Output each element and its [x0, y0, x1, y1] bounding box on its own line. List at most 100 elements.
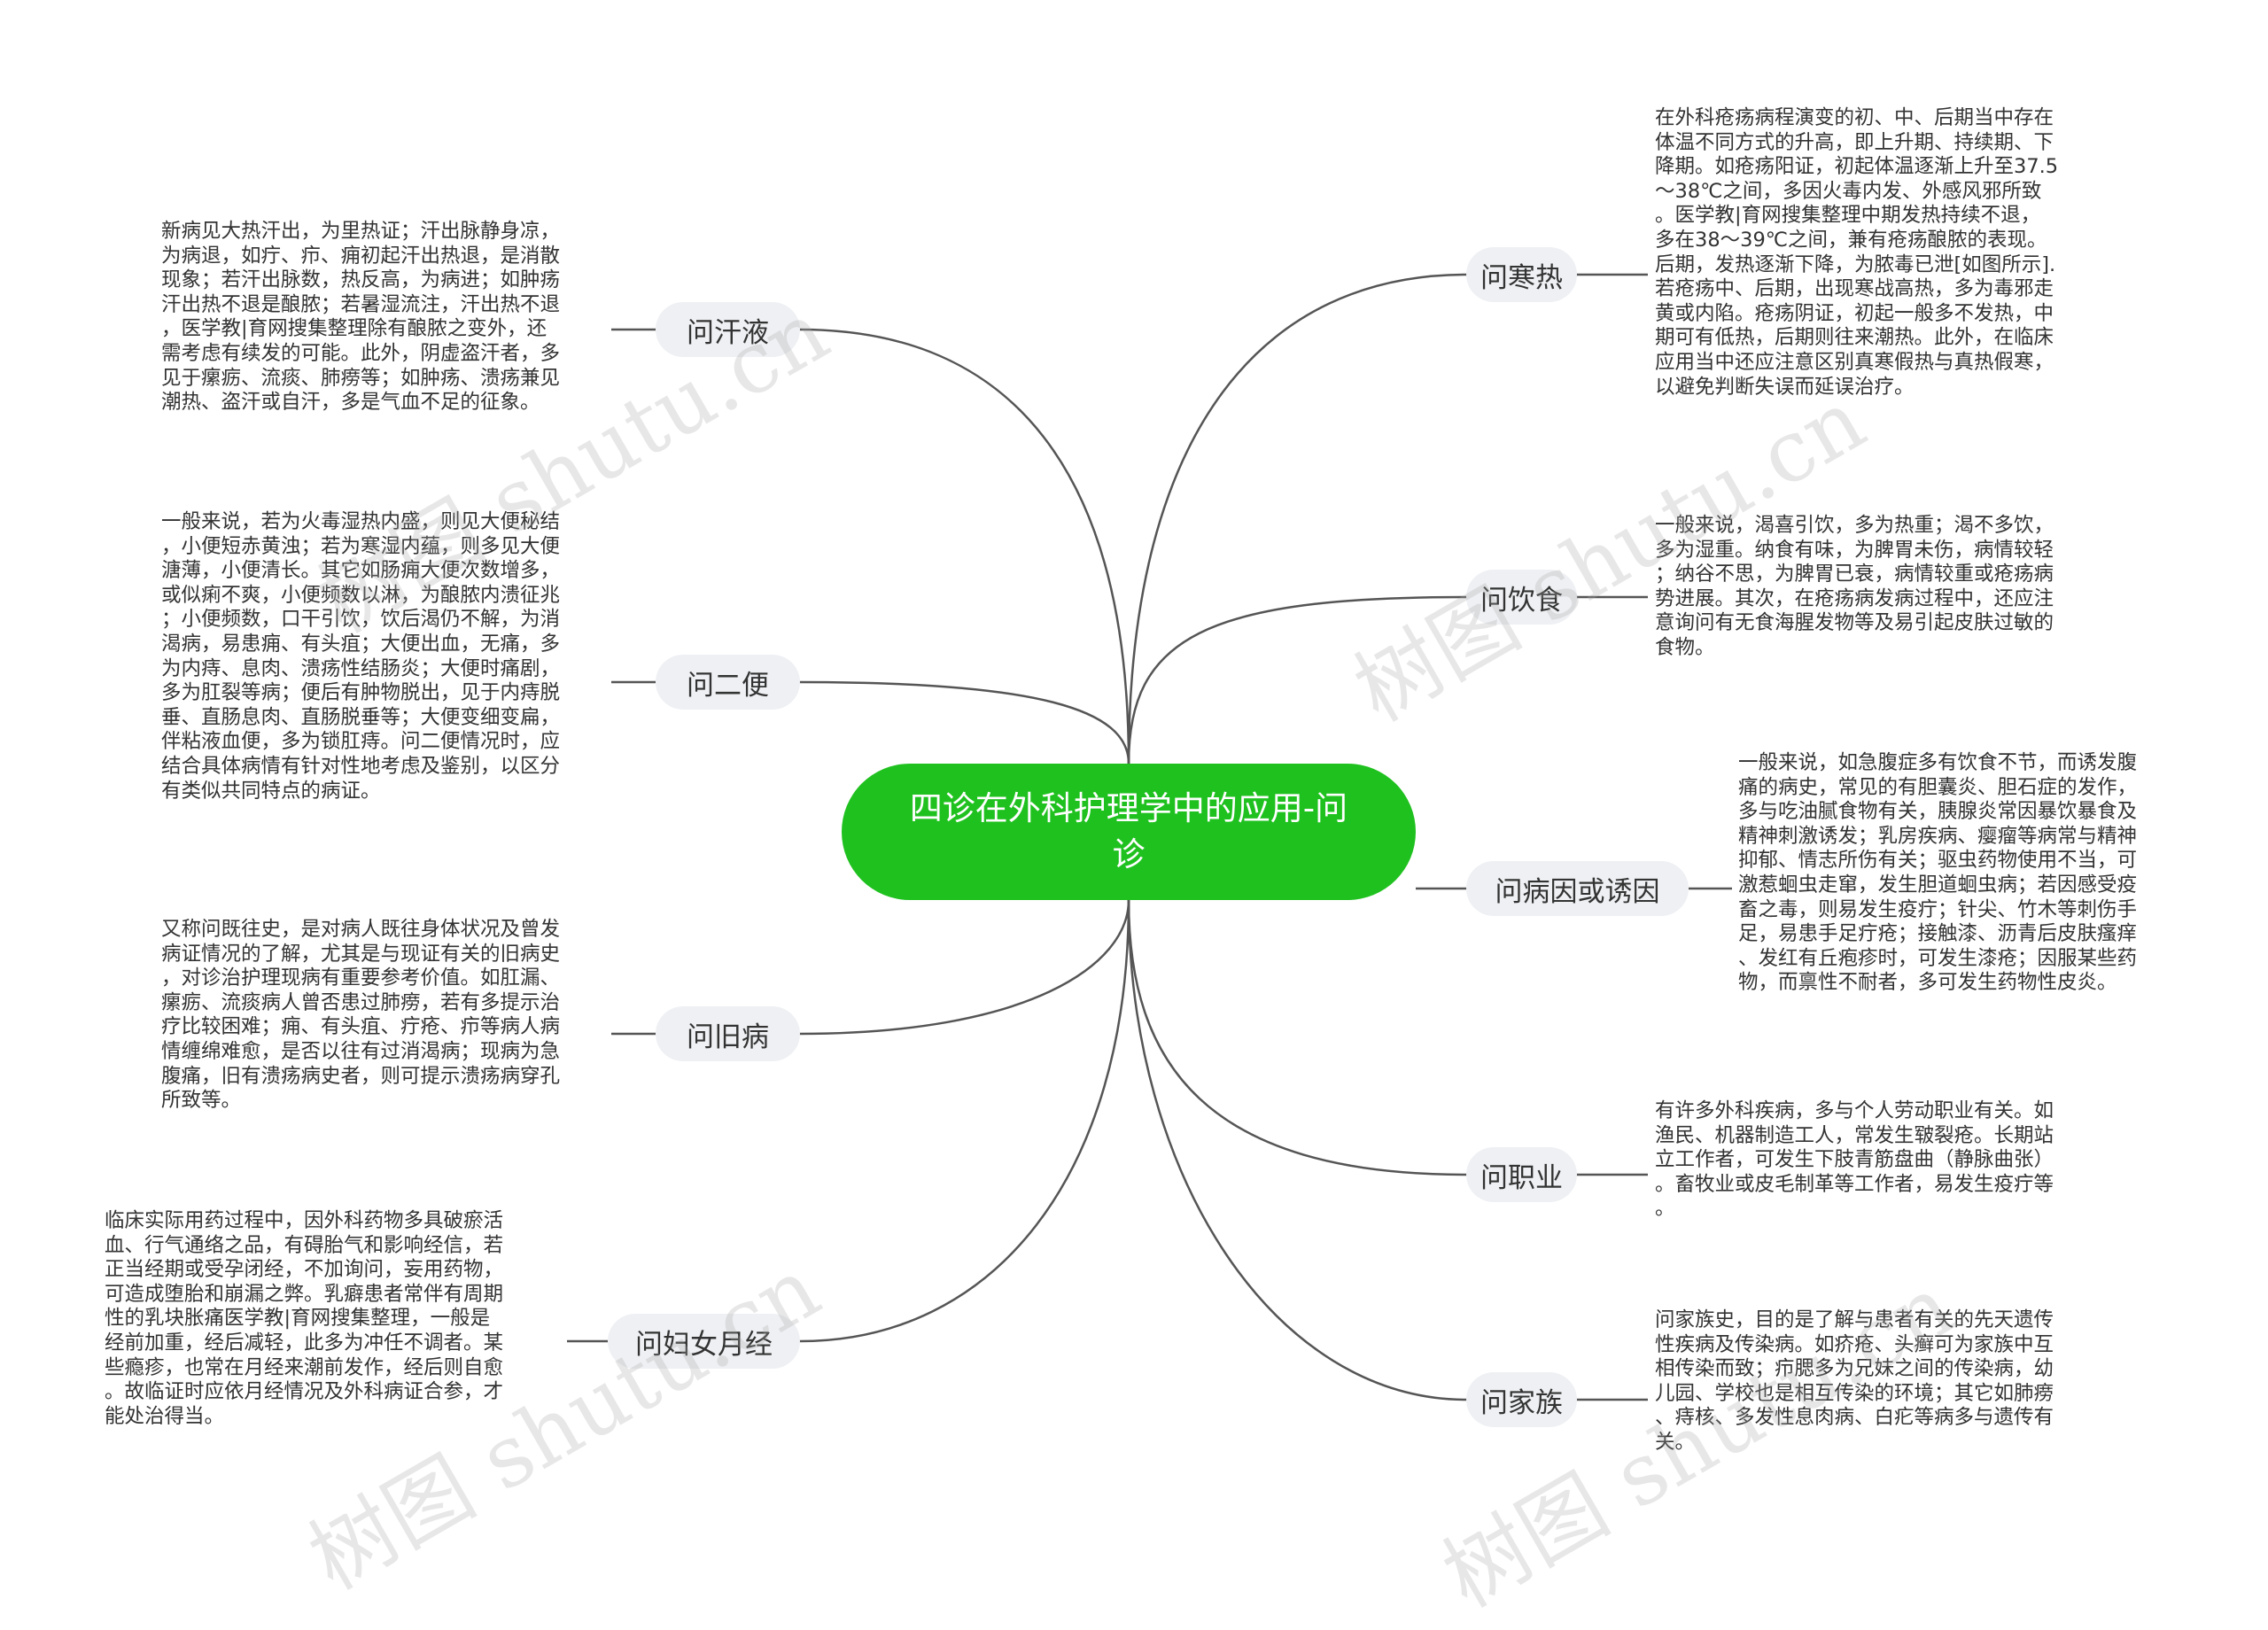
- leaf-line: 情缠绵难愈，是否以往有过消渴病；现病为急: [161, 1039, 561, 1063]
- branch-jiazu[interactable]: 问家族: [1466, 1372, 1577, 1427]
- leaf-hanye: 新病见大热汗出，为里热证；汗出脉静身凉，为病退，如疔、疖、痈初起汗出热退，是消散…: [161, 220, 622, 415]
- leaf-line: 势进展。其次，在疮疡病发病过程中，还应注: [1655, 586, 2054, 610]
- link-hanye: [680, 328, 1130, 765]
- leaf-line: 关。: [1655, 1430, 1696, 1454]
- connector-lines: [680, 273, 1732, 1401]
- leaf-line: 应用当中还应注意区别真寒假热与真热假寒，: [1655, 350, 2054, 374]
- leaf-zhiye: 有许多外科疾病，多与个人劳动职业有关。如渔民、机器制造工人，常发生皲裂疮。长期站…: [1655, 1099, 2116, 1222]
- leaf-line: 渔民、机器制造工人，常发生皲裂疮。长期站: [1655, 1123, 2054, 1147]
- leaf-line: 一般来说，若为火毒湿热内盛，则见大便秘结: [161, 510, 561, 533]
- link-jiubing: [680, 899, 1130, 1036]
- link-erbian: [680, 680, 1130, 765]
- branch-label: 问职业: [1480, 1161, 1563, 1194]
- leaf-yinshi: 一般来说，渴喜引饮，多为热重；渴不多饮，多为湿重。纳食有味，为脾胃未伤，病情较轻…: [1655, 514, 2116, 661]
- leaf-line: ，对诊治护理现病有重要参考价值。如肛漏、: [161, 966, 561, 990]
- leaf-line: 、痔核、多发性息肉病、白疕等病多与遗传有: [1655, 1406, 2054, 1430]
- leaf-line: 物，而禀性不耐者，多可发生药物性皮炎。: [1738, 971, 2117, 995]
- leaf-line: 多为湿重。纳食有味，为脾胃未伤，病情较轻: [1655, 538, 2054, 562]
- branch-label: 问寒热: [1480, 261, 1563, 294]
- leaf-line: 经前加重，经后减轻，此多为冲任不调者。某: [105, 1331, 504, 1354]
- leaf-line: 或似痢不爽，小便频数以淋，为酿脓内溃征兆: [161, 583, 561, 607]
- branch-label: 问家族: [1480, 1386, 1563, 1419]
- leaf-line: 食物。: [1655, 635, 1715, 659]
- leaf-line: 。故临证时应依月经情况及外科病证合参，才: [105, 1380, 504, 1404]
- leaf-line: 垂、直肠息肉、直肠脱垂等；大便变细变扁，: [161, 705, 561, 729]
- leaf-line: 。: [1655, 1197, 1675, 1221]
- leaf-line: 需考虑有续发的可能。此外，阴虚盗汗者，多: [161, 341, 561, 365]
- leaf-line: 意询问有无食海腥发物等及易引起皮肤过敏的: [1655, 611, 2054, 635]
- link-zhiye: [1127, 899, 1577, 1176]
- root-topic[interactable]: 四诊在外科护理学中的应用-问诊: [842, 764, 1416, 900]
- branch-label: 问妇女月经: [635, 1328, 773, 1361]
- leaf-line: 一般来说，渴喜引饮，多为热重；渴不多饮，: [1655, 514, 2054, 537]
- leaf-line: 为内痔、息肉、溃疡性结肠炎；大便时痛剧，: [161, 656, 561, 680]
- leaf-line: ，小便短赤黄浊；若为寒湿内蕴，则多见大便: [161, 534, 561, 558]
- leaf-line: 渴病，易患痈、有头疽；大便出血，无痛，多: [161, 632, 561, 656]
- leaf-line: 潮热、盗汗或自汗，多是气血不足的征象。: [161, 391, 540, 415]
- leaf-line: 性的乳块胀痛医学教|育网搜集整理，一般是: [105, 1307, 491, 1331]
- leaf-line: 疗比较困难；痈、有头疽、疔疮、疖等病人病: [161, 1015, 561, 1039]
- leaf-line: 新病见大热汗出，为里热证；汗出脉静身凉，: [161, 220, 561, 243]
- leaf-line: 伴粘液血便，多为锁肛痔。问二便情况时，应: [161, 730, 561, 754]
- leaf-line: ；纳谷不思，为脾胃已衰，病情较重或疮疡病: [1655, 563, 2054, 586]
- leaf-line: 又称问既往史，是对病人既往身体状况及曾发: [161, 918, 561, 941]
- leaf-line: 在外科疮疡病程演变的初、中、后期当中存在: [1655, 106, 2054, 129]
- leaf-line: 畜之毒，则易发生疫疔；针尖、竹木等刺伤手: [1738, 897, 2138, 921]
- leaf-line: 些瘾疹，也常在月经来潮前发作，经后则自愈: [105, 1355, 504, 1379]
- leaf-jiazu: 问家族史，目的是了解与患者有关的先天遗传性疾病及传染病。如疥疮、头癣可为家族中互…: [1655, 1308, 2116, 1455]
- branch-yuejing[interactable]: 问妇女月经: [608, 1314, 800, 1369]
- leaf-line: ，医学教|育网搜集整理除有酿脓之变外，还: [161, 317, 548, 341]
- leaf-line: 精神刺激诱发；乳房疾病、瘿瘤等病常与精神: [1738, 824, 2138, 848]
- branch-label: 问汗液: [687, 316, 769, 349]
- leaf-line: 多在38～39℃之间，兼有疮疡酿脓的表现。: [1655, 228, 2047, 252]
- leaf-line: 所致等。: [161, 1089, 242, 1113]
- branch-label: 问旧病: [687, 1021, 769, 1053]
- root-title: 四诊在外科护理学中的应用-问诊: [909, 789, 1348, 873]
- link-yuejing: [680, 899, 1130, 1343]
- leaf-line: 后期，发热逐渐下降，为脓毒已泄[如图所示].: [1655, 252, 2056, 276]
- leaf-line: 降期。如疮疡阳证，初起体温逐渐上升至37.5: [1655, 155, 2059, 179]
- branch-hanye[interactable]: 问汗液: [656, 302, 800, 357]
- leaf-line: 激惹蛔虫走窜，发生胆道蛔虫病；若因感受疫: [1738, 873, 2138, 896]
- leaf-line: 血、行气通络之品，有碍胎气和影响经信，若: [105, 1233, 504, 1257]
- link-jiazu: [1127, 899, 1577, 1401]
- branch-yinshi[interactable]: 问饮食: [1466, 570, 1577, 625]
- leaf-line: 见于瘰疬、流痰、肺痨等；如肿疡、溃疡兼见: [161, 366, 561, 390]
- leaf-line: 、发红有丘疱疹时，可发生漆疮；因服某些药: [1738, 946, 2138, 970]
- branch-zhiye[interactable]: 问职业: [1466, 1147, 1577, 1202]
- leaf-bingyin: 一般来说，如急腹症多有饮食不节，而诱发腹痛的病史，常见的有胆囊炎、胆石症的发作，…: [1738, 751, 2199, 996]
- branch-label: 问二便: [687, 669, 769, 702]
- leaf-line: 性疾病及传染病。如疥疮、头癣可为家族中互: [1655, 1332, 2054, 1356]
- leaf-line: 多与吃油腻食物有关，胰腺炎常因暴饮暴食及: [1738, 800, 2138, 824]
- leaf-line: 抑郁、情志所伤有关；驱虫药物使用不当，可: [1738, 849, 2138, 873]
- leaf-line: 溏薄，小便清长。其它如肠痈大便次数增多，: [161, 559, 561, 583]
- leaf-line: 以避免判断失误而延误治疗。: [1655, 375, 1915, 399]
- leaf-line: 瘰疬、流痰病人曾否患过肺痨，若有多提示治: [161, 990, 561, 1014]
- branch-label: 问饮食: [1480, 584, 1563, 617]
- leaf-line: 有许多外科疾病，多与个人劳动职业有关。如: [1655, 1099, 2054, 1122]
- leaf-line: 。畜牧业或皮毛制革等工作者，易发生疫疔等: [1655, 1172, 2054, 1196]
- branch-erbian[interactable]: 问二便: [656, 655, 800, 710]
- leaf-line: 现象；若汗出脉数，热反高，为病进；如肿疡: [161, 268, 561, 292]
- link-hanre: [1127, 273, 1577, 765]
- leaf-line: 病证情况的了解，尤其是与现证有关的旧病史: [161, 942, 561, 966]
- leaf-line: 正当经期或受孕闭经，不加询问，妄用药物，: [105, 1258, 504, 1282]
- leaf-line: 期可有低热，后期则往来潮热。此外，在临床: [1655, 326, 2054, 350]
- branch-jiubing[interactable]: 问旧病: [656, 1006, 800, 1061]
- leaf-line: 为病退，如疔、疖、痈初起汗出热退，是消散: [161, 244, 561, 268]
- link-yinshi: [1127, 595, 1577, 765]
- leaf-connectors: [567, 273, 1648, 1401]
- leaf-line: 。医学教|育网搜集整理中期发热持续不退，: [1655, 204, 2041, 228]
- leaf-line: 儿园、学校也是相互传染的环境；其它如肺痨: [1655, 1381, 2054, 1405]
- leaf-line: 体温不同方式的升高，即上升期、持续期、下: [1655, 130, 2054, 154]
- leaf-line: 问家族史，目的是了解与患者有关的先天遗传: [1655, 1308, 2054, 1331]
- leaf-jiubing: 又称问既往史，是对病人既往身体状况及曾发病证情况的了解，尤其是与现证有关的旧病史…: [161, 918, 622, 1114]
- leaf-line: 黄或内陷。疮疡阴证，初起一般多不发热，中: [1655, 301, 2054, 325]
- branch-bingyin[interactable]: 问病因或诱因: [1466, 861, 1689, 916]
- leaf-line: 多为肛裂等病；便后有肿物脱出，见于内痔脱: [161, 681, 561, 705]
- leaf-line: 能处治得当。: [105, 1404, 225, 1428]
- leaf-erbian: 一般来说，若为火毒湿热内盛，则见大便秘结，小便短赤黄浊；若为寒湿内蕴，则多见大便…: [161, 510, 622, 803]
- branch-hanre[interactable]: 问寒热: [1466, 247, 1577, 302]
- leaf-line: 立工作者，可发生下肢青筋盘曲（静脉曲张）: [1655, 1148, 2054, 1172]
- leaf-line: ；小便频数，口干引饮，饮后渴仍不解，为消: [161, 608, 561, 632]
